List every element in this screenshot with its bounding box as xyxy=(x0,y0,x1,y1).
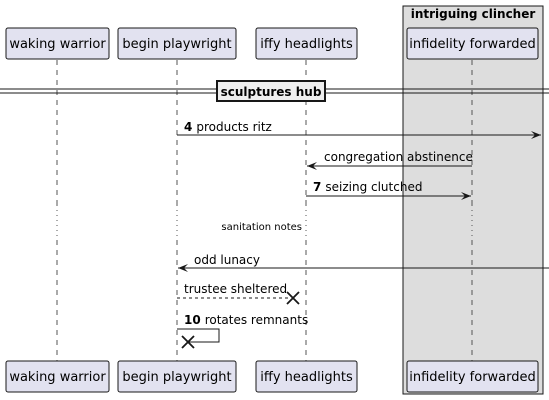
participant-waking-top: waking warrior xyxy=(5,27,110,60)
svg-text:waking warrior: waking warrior xyxy=(9,370,106,385)
section-divider: sculptures hub xyxy=(0,80,549,102)
participant-iffy-top: iffy headlights xyxy=(255,27,358,60)
participant-infidelity-top: infidelity forwarded xyxy=(406,27,539,60)
svg-text:waking warrior: waking warrior xyxy=(9,37,106,52)
delay-text: sanitation notes xyxy=(221,222,302,233)
delay-gap xyxy=(0,205,402,237)
participant-begin-top: begin playwright xyxy=(117,27,237,60)
svg-text:odd lunacy: odd lunacy xyxy=(194,253,260,267)
participant-waking-bottom: waking warrior xyxy=(5,360,110,393)
box-group xyxy=(402,5,544,395)
svg-text:trustee sheltered: trustee sheltered xyxy=(184,282,287,296)
participant-iffy-bottom: iffy headlights xyxy=(255,360,358,393)
participant-infidelity-bottom: infidelity forwarded xyxy=(406,360,539,393)
participant-begin-bottom: begin playwright xyxy=(117,360,237,393)
svg-text:iffy headlights: iffy headlights xyxy=(260,370,353,385)
message-congregation-abstinence: congregation abstinence xyxy=(307,150,473,170)
svg-text:begin playwright: begin playwright xyxy=(122,370,231,385)
svg-text:begin playwright: begin playwright xyxy=(122,37,231,52)
delay-gap-box xyxy=(404,205,542,237)
svg-text:infidelity forwarded: infidelity forwarded xyxy=(409,37,536,52)
message-trustee-sheltered: trustee sheltered xyxy=(177,282,300,305)
box-title: intriguing clincher xyxy=(411,7,536,21)
svg-text:iffy headlights: iffy headlights xyxy=(260,37,353,52)
message-odd-lunacy: odd lunacy xyxy=(178,253,549,272)
section-label: sculptures hub xyxy=(221,85,322,99)
svg-text:infidelity forwarded: infidelity forwarded xyxy=(409,370,536,385)
svg-text:congregation abstinence: congregation abstinence xyxy=(324,150,473,164)
